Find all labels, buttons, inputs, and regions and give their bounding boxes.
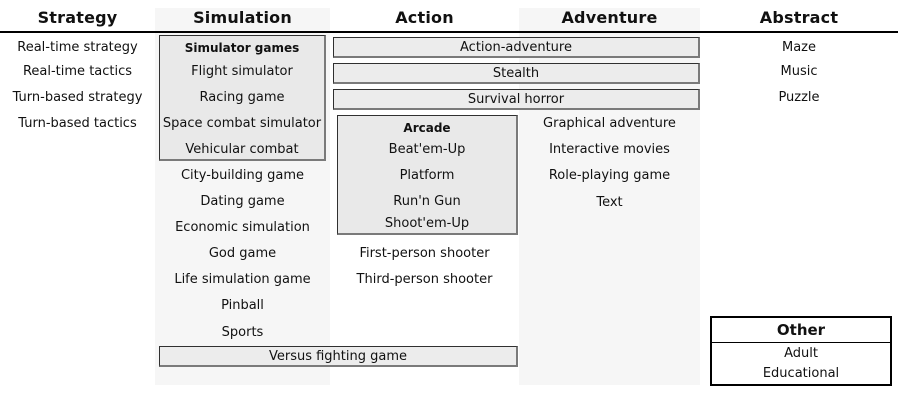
- list-item: Platform: [399, 168, 455, 183]
- column-header-strategy: Strategy: [37, 8, 118, 27]
- list-item: Graphical adventure: [543, 116, 676, 131]
- banner-label: Versus fighting game: [268, 349, 408, 364]
- list-item: Vehicular combat: [185, 142, 299, 157]
- column-header-simulation: Simulation: [193, 8, 292, 27]
- group-box-arcade: Arcade Beat'em-Up Platform Run'n Gun Sho…: [337, 115, 518, 235]
- list-item: Adult: [784, 346, 818, 361]
- list-item: Flight simulator: [191, 64, 293, 79]
- column-header-action: Action: [395, 8, 454, 27]
- list-item: God game: [208, 246, 277, 261]
- column-headers: Strategy Simulation Action Adventure Abs…: [0, 8, 898, 32]
- list-item: Dating game: [200, 194, 285, 209]
- column-header-abstract: Abstract: [759, 8, 839, 27]
- list-item: Shoot'em-Up: [384, 216, 470, 231]
- list-item: Educational: [762, 366, 840, 381]
- list-item: Real-time strategy: [17, 40, 138, 55]
- banner-label: Survival horror: [467, 92, 565, 107]
- list-item: Run'n Gun: [393, 194, 461, 209]
- list-item: City-building game: [180, 168, 305, 183]
- list-item: Space combat simulator: [162, 116, 322, 131]
- group-box-title: Arcade: [403, 121, 451, 135]
- other-box-title: Other: [712, 318, 890, 343]
- column-header-adventure: Adventure: [561, 8, 658, 27]
- list-item: Sports: [221, 325, 264, 340]
- list-item: Maze: [781, 40, 816, 55]
- banner-stealth: Stealth: [333, 63, 700, 84]
- list-item: Life simulation game: [174, 272, 311, 287]
- group-box-simulator-games: Simulator games Flight simulator Racing …: [159, 35, 326, 161]
- group-box-title: Simulator games: [184, 41, 300, 55]
- list-item: Beat'em-Up: [388, 142, 466, 157]
- banner-label: Action-adventure: [460, 40, 572, 55]
- banner-survival-horror: Survival horror: [333, 89, 700, 110]
- list-item: Pinball: [221, 298, 264, 313]
- list-item: Interactive movies: [549, 142, 670, 157]
- list-item: Turn-based strategy: [12, 90, 143, 105]
- banner-action-adventure: Action-adventure: [333, 37, 700, 58]
- banner-versus-fighting-game: Versus fighting game: [159, 346, 518, 367]
- list-item: Music: [780, 64, 818, 79]
- list-item: Racing game: [199, 90, 285, 105]
- list-item: Economic simulation: [175, 220, 310, 235]
- list-item: Puzzle: [778, 90, 820, 105]
- list-item: Turn-based tactics: [18, 116, 137, 131]
- header-divider-rule: [0, 31, 898, 33]
- list-item: Text: [596, 195, 623, 210]
- banner-label: Stealth: [492, 66, 540, 81]
- list-item: Role-playing game: [548, 168, 671, 183]
- list-item: First-person shooter: [359, 246, 490, 261]
- list-item: Real-time tactics: [22, 64, 133, 79]
- other-box: Other Adult Educational: [710, 316, 892, 386]
- list-item: Third-person shooter: [356, 272, 493, 287]
